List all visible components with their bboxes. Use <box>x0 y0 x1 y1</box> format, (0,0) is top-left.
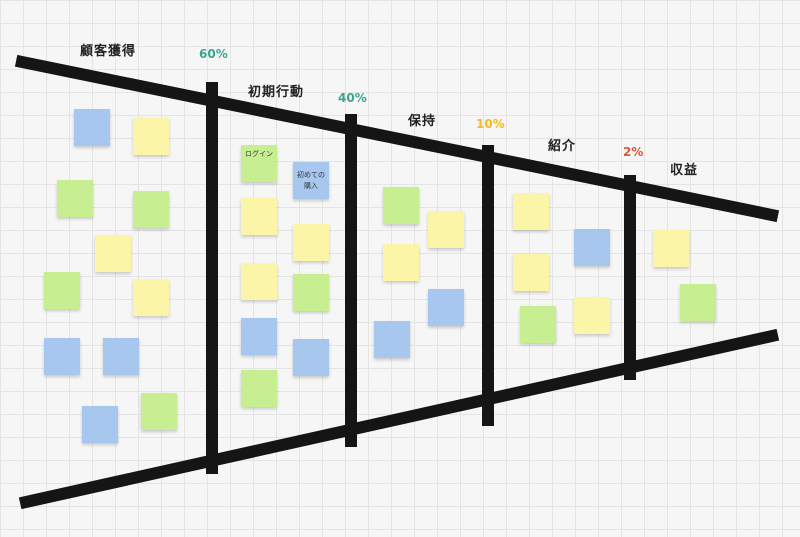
sticky-note[interactable] <box>103 338 139 375</box>
sticky-note[interactable] <box>293 339 329 376</box>
sticky-note[interactable] <box>241 318 277 355</box>
sticky-note[interactable] <box>293 224 329 261</box>
sticky-note[interactable] <box>241 198 277 235</box>
sticky-note[interactable] <box>241 263 277 300</box>
sticky-note[interactable] <box>383 244 419 281</box>
stage-label-retention: 保持 <box>408 114 437 129</box>
stage-label-referral: 紹介 <box>548 139 577 154</box>
sticky-note[interactable] <box>513 193 549 230</box>
stage-label-activation: 初期行動 <box>248 85 305 100</box>
stage-label-revenue: 収益 <box>670 163 699 178</box>
sticky-note[interactable] <box>383 187 419 224</box>
stage-label-acquisition: 顧客獲得 <box>80 44 137 59</box>
sticky-note[interactable] <box>141 393 177 430</box>
sticky-note[interactable] <box>428 289 464 326</box>
sticky-note[interactable] <box>574 297 610 334</box>
sticky-note[interactable] <box>57 180 93 217</box>
sticky-note[interactable] <box>133 279 169 316</box>
sticky-note[interactable] <box>241 370 277 407</box>
sticky-note[interactable] <box>44 338 80 375</box>
sticky-note[interactable] <box>680 284 716 321</box>
sticky-note[interactable] <box>44 272 80 309</box>
sticky-note[interactable] <box>95 235 131 272</box>
sticky-note-login[interactable]: ログイン <box>241 145 277 182</box>
sticky-note[interactable] <box>574 229 610 266</box>
sticky-note-first-purchase[interactable]: 初めての購入 <box>293 162 329 199</box>
funnel-bottom-edge <box>18 328 780 510</box>
conversion-rate-60: 60% <box>199 47 228 61</box>
sticky-note[interactable] <box>520 306 556 343</box>
sticky-note[interactable] <box>513 254 549 291</box>
conversion-rate-10: 10% <box>476 117 505 131</box>
sticky-note[interactable] <box>133 191 169 228</box>
conversion-rate-2: 2% <box>623 145 644 159</box>
sticky-note[interactable] <box>428 211 464 248</box>
sticky-note[interactable] <box>653 230 689 267</box>
sticky-note[interactable] <box>133 118 169 155</box>
sticky-note[interactable] <box>82 406 118 443</box>
sticky-note[interactable] <box>74 109 110 146</box>
conversion-rate-40: 40% <box>338 91 367 105</box>
funnel-top-edge <box>14 54 780 223</box>
sticky-note[interactable] <box>374 321 410 358</box>
sticky-note[interactable] <box>293 274 329 311</box>
